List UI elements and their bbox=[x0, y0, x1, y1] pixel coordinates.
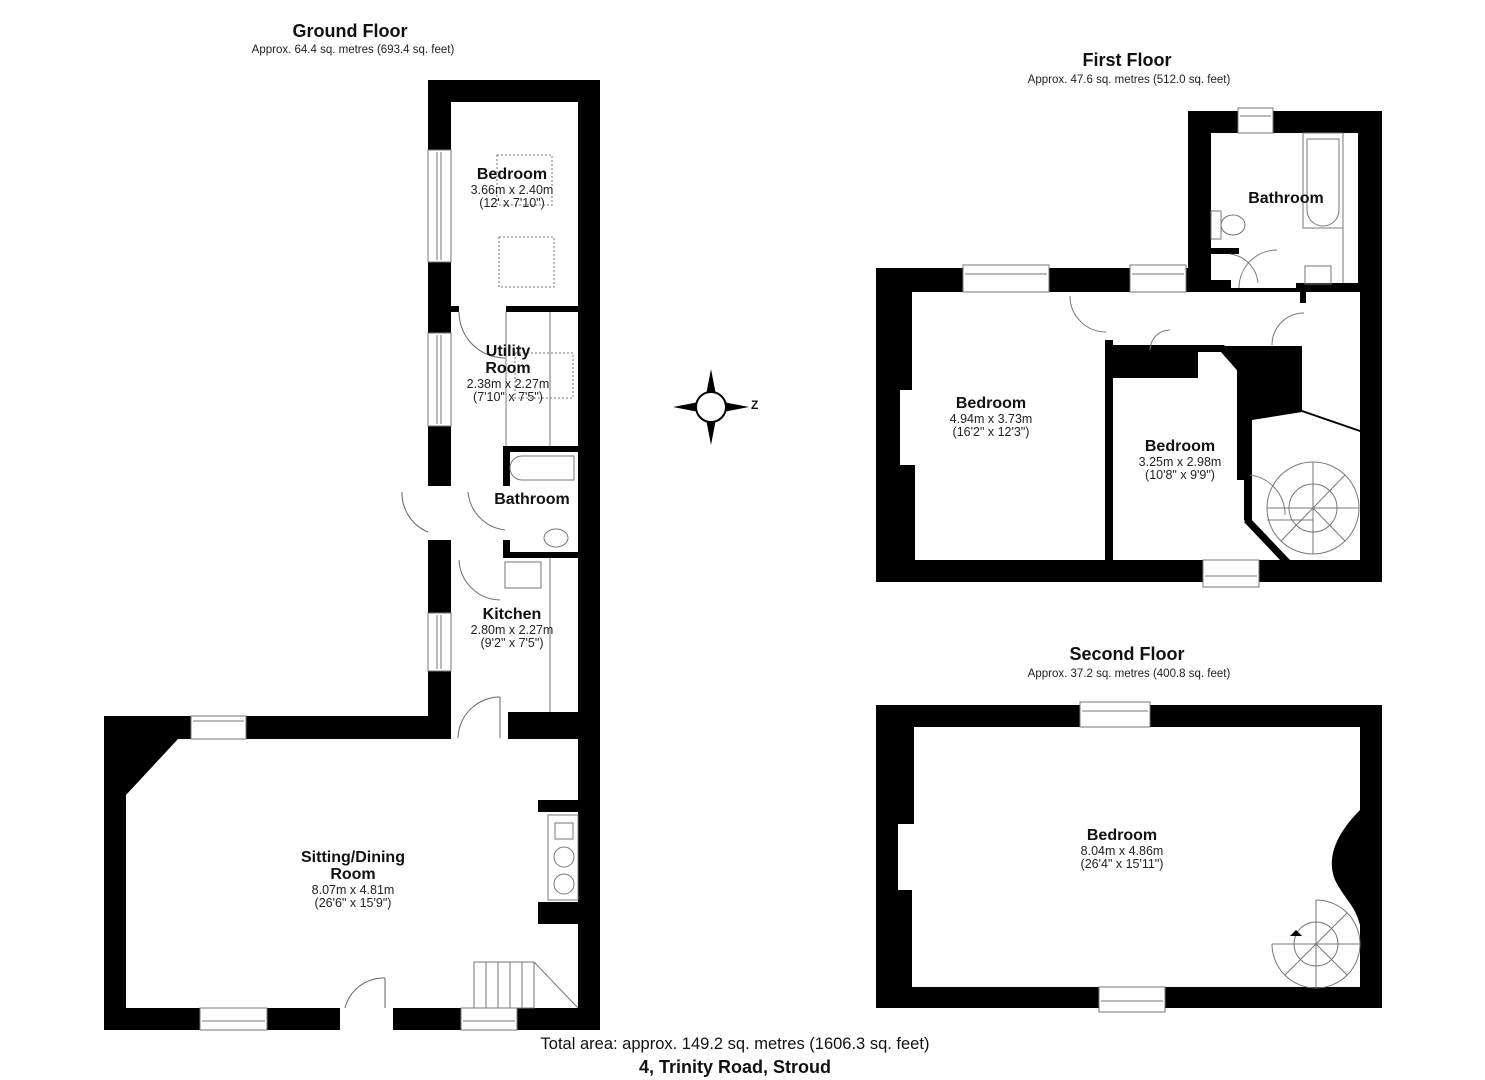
room-name: Bedroom bbox=[1086, 827, 1158, 844]
room-name: Bathroom bbox=[494, 491, 570, 508]
room-dimension-metric: 2.38m x 2.27m bbox=[466, 376, 550, 391]
room-dimension-imperial: (12' x 7'10") bbox=[479, 195, 545, 210]
room-label-first-bathroom: Bathroom bbox=[1186, 190, 1386, 208]
room-dimension-metric: 8.04m x 4.86m bbox=[1080, 843, 1164, 858]
room-name-line2: Room bbox=[485, 359, 531, 377]
room-label-first-bedroom-large: Bedroom 4.94m x 3.73m (16'2" x 12'3") bbox=[891, 395, 1091, 439]
room-label-kitchen: Kitchen 2.80m x 2.27m (9'2" x 7'5") bbox=[412, 606, 612, 650]
room-name-line1: Sitting/Dining bbox=[301, 849, 405, 866]
room-dimension-imperial: (26'4" x 15'11") bbox=[1080, 856, 1164, 871]
compass-label: Z bbox=[751, 398, 759, 412]
room-label-sitting-dining-room: Sitting/Dining Room 8.07m x 4.81m (26'6"… bbox=[253, 849, 453, 910]
room-dimension-imperial: (9'2" x 7'5") bbox=[480, 635, 544, 650]
room-dimension-imperial: (26'6" x 15'9") bbox=[314, 895, 392, 910]
ground-floor-title: Ground Floor bbox=[292, 21, 408, 41]
room-dimension-imperial: (16'2" x 12'3") bbox=[952, 424, 1030, 439]
first-floor-title: First Floor bbox=[1082, 50, 1172, 70]
room-label-utility-room: Utility Room 2.38m x 2.27m (7'10" x 7'5"… bbox=[408, 343, 608, 404]
room-name: Bedroom bbox=[955, 395, 1027, 412]
room-name: Kitchen bbox=[482, 606, 542, 623]
second-floor-area: Approx. 37.2 sq. metres (400.8 sq. feet) bbox=[1027, 668, 1231, 680]
first-floor-plan bbox=[876, 107, 1382, 588]
room-dimension-metric: 8.07m x 4.81m bbox=[311, 882, 395, 897]
room-label-first-bedroom-small: Bedroom 3.25m x 2.98m (10'8" x 9'9") bbox=[1080, 438, 1280, 482]
room-dimension-metric: 2.80m x 2.27m bbox=[470, 622, 554, 637]
total-area: Total area: approx. 149.2 sq. metres (16… bbox=[540, 1035, 930, 1053]
room-name-line1: Utility bbox=[485, 343, 531, 360]
room-name-line2: Room bbox=[330, 865, 376, 883]
ground-floor-area: Approx. 64.4 sq. metres (693.4 sq. feet) bbox=[251, 44, 455, 56]
room-label-ground-bathroom: Bathroom bbox=[432, 491, 632, 509]
room-name: Bedroom bbox=[476, 166, 548, 183]
room-dimension-metric: 3.25m x 2.98m bbox=[1138, 454, 1222, 469]
property-address: 4, Trinity Road, Stroud bbox=[638, 1057, 831, 1077]
room-dimension-imperial: (7'10" x 7'5") bbox=[473, 389, 543, 404]
room-dimension-metric: 4.94m x 3.73m bbox=[949, 411, 1033, 426]
room-label-second-bedroom: Bedroom 8.04m x 4.86m (26'4" x 15'11") bbox=[1022, 827, 1222, 871]
room-name: Bathroom bbox=[1248, 190, 1324, 207]
room-dimension-metric: 3.66m x 2.40m bbox=[470, 182, 554, 197]
second-floor-plan bbox=[876, 701, 1382, 1013]
room-name: Bedroom bbox=[1144, 438, 1216, 455]
first-floor-area: Approx. 47.6 sq. metres (512.0 sq. feet) bbox=[1027, 74, 1231, 86]
second-floor-title: Second Floor bbox=[1069, 644, 1185, 664]
ground-floor-plan bbox=[104, 80, 600, 1031]
room-label-ground-bedroom: Bedroom 3.66m x 2.40m (12' x 7'10") bbox=[412, 166, 612, 210]
compass-rose-icon bbox=[673, 369, 749, 445]
room-dimension-imperial: (10'8" x 9'9") bbox=[1145, 467, 1215, 482]
